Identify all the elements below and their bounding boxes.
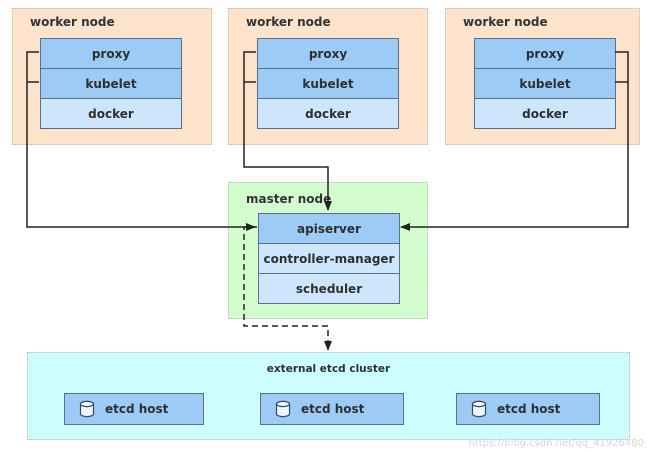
database-icon xyxy=(471,400,487,418)
worker-node-2: worker node proxy kubelet docker xyxy=(228,8,428,145)
kubelet-component: kubelet xyxy=(257,68,399,99)
worker-node-title: worker node xyxy=(463,15,548,29)
edge-worker1-apiserver xyxy=(26,51,256,231)
proxy-component: proxy xyxy=(474,38,616,69)
worker-node-title: worker node xyxy=(246,15,331,29)
watermark: https://blog.csdn.net/qq_41926480 xyxy=(468,438,644,449)
apiserver-component: apiserver xyxy=(258,213,400,244)
etcd-host-2: etcd host xyxy=(260,393,404,425)
proxy-component: proxy xyxy=(257,38,399,69)
worker-node-title: worker node xyxy=(30,15,115,29)
etcd-host-1: etcd host xyxy=(64,393,204,425)
etcd-host-label: etcd host xyxy=(497,402,561,416)
master-node-title: master node xyxy=(246,192,332,206)
worker-node-1: worker node proxy kubelet docker xyxy=(12,8,212,145)
edge-worker3-apiserver xyxy=(400,51,629,231)
edge-apiserver-etcd xyxy=(243,226,332,351)
edge-worker2-apiserver xyxy=(243,51,332,211)
scheduler-component: scheduler xyxy=(258,273,400,304)
etcd-cluster-title: external etcd cluster xyxy=(266,363,391,375)
database-icon xyxy=(275,400,291,418)
worker-node-3: worker node proxy kubelet docker xyxy=(445,8,640,145)
docker-component: docker xyxy=(257,98,399,129)
docker-component: docker xyxy=(474,98,616,129)
kubelet-component: kubelet xyxy=(40,68,182,99)
etcd-host-3: etcd host xyxy=(456,393,600,425)
etcd-host-label: etcd host xyxy=(301,402,365,416)
etcd-host-label: etcd host xyxy=(105,402,169,416)
etcd-cluster: external etcd cluster etcd host etcd hos… xyxy=(27,352,630,440)
controller-manager-component: controller-manager xyxy=(258,243,400,274)
database-icon xyxy=(79,400,95,418)
docker-component: docker xyxy=(40,98,182,129)
